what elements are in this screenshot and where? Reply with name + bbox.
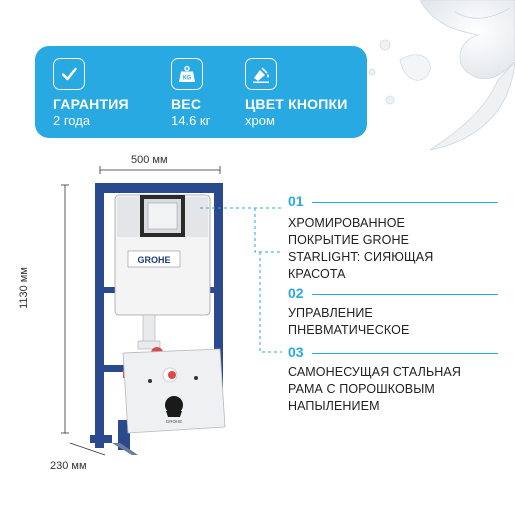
weight-feature: КG ВЕС 14.6 кг (171, 58, 210, 128)
feature-3-number: 03 (288, 344, 304, 360)
feature-1-number: 01 (288, 193, 304, 209)
weight-value: 14.6 кг (171, 113, 210, 128)
pad-logo: GROHE (166, 419, 183, 424)
feature-1-text: ХРОМИРОВАННОЕ ПОКРЫТИЕ GROHE STARLIGHT: … (288, 215, 433, 283)
info-banner: ГАРАНТИЯ 2 года КG ВЕС 14.6 кг ЦВЕТ КНОП… (35, 46, 367, 138)
connector-lines (200, 190, 290, 360)
feature-2-text: УПРАВЛЕНИЕ ПНЕВМАТИЧЕСКОЕ (288, 305, 409, 339)
feature-1-divider (312, 202, 498, 203)
warranty-title: ГАРАНТИЯ (53, 96, 129, 112)
feature-3-divider (312, 353, 498, 354)
feature-2-number: 02 (288, 285, 304, 301)
feature-3-text: САМОНЕСУЩАЯ СТАЛЬНАЯ РАМА С ПОРОШКОВЫМ Н… (288, 364, 461, 415)
weight-icon: КG (171, 58, 203, 90)
warranty-value: 2 года (53, 113, 129, 128)
weight-glyph: КG (183, 76, 192, 82)
button-color-feature: ЦВЕТ КНОПКИ хром (245, 58, 348, 128)
check-icon (53, 58, 85, 90)
paint-icon (245, 58, 277, 90)
grohe-logo: GROHE (137, 255, 170, 265)
warranty-feature: ГАРАНТИЯ 2 года (53, 58, 129, 128)
milk-splash-decoration (360, 0, 515, 160)
weight-title: ВЕС (171, 96, 210, 112)
button-color-title: ЦВЕТ КНОПКИ (245, 96, 348, 112)
feature-2-divider (312, 294, 498, 295)
button-color-value: хром (245, 113, 348, 128)
